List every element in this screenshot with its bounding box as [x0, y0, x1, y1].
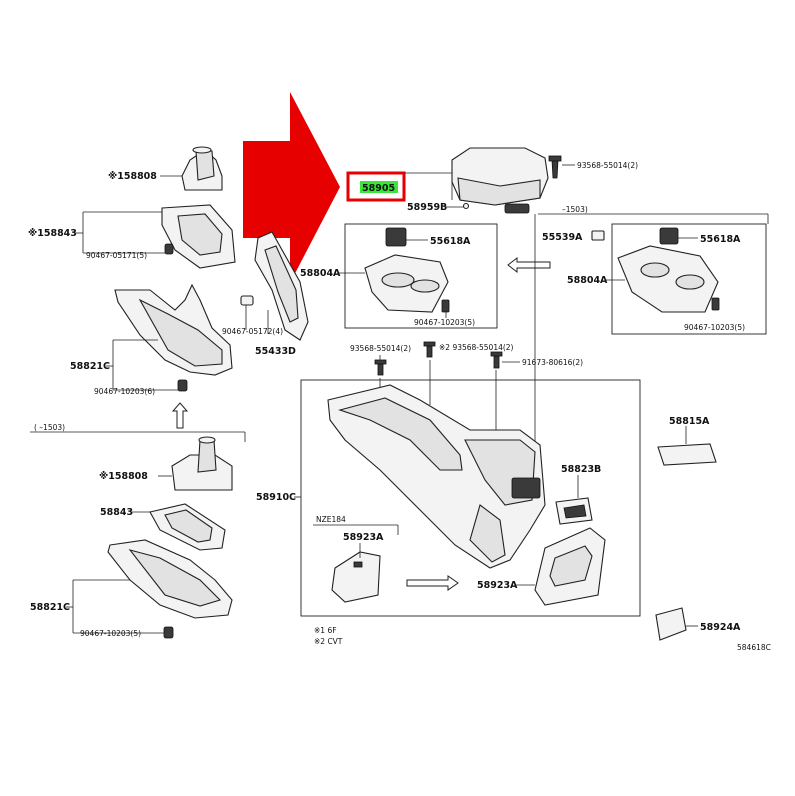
footnote-CVT: ※2 CVT [314, 637, 343, 646]
callout-58843-top: ※158843 [28, 228, 77, 239]
callout-58821C-bottom: 58821C [30, 602, 70, 613]
callout-55618A-right: 55618A [700, 234, 741, 245]
mat-58815A [657, 443, 717, 466]
callout-58804A-right: 58804A [567, 275, 608, 286]
inset-label: NZE184 [316, 515, 346, 524]
screw-91673 [490, 351, 503, 369]
callout-58959B: 58959B [407, 202, 447, 213]
clip-55539A [591, 230, 605, 241]
shift-boot-top [181, 146, 223, 191]
callout-55618A-mid: 55618A [430, 236, 471, 247]
left-arrow [507, 256, 551, 274]
rear-console-body [327, 384, 546, 569]
footnote-6F: ※1 6F [314, 626, 337, 635]
screw-93568-right [423, 341, 436, 358]
main-console-box [300, 379, 641, 617]
callout-90467-10203-bottom: 90467-10203(5) [80, 629, 141, 638]
panel-58923A-inset [331, 551, 381, 603]
cupholder-box-right [611, 223, 767, 335]
up-arrow [171, 402, 189, 429]
right-arrow [406, 575, 459, 591]
callout-58910C: 58910C [256, 492, 296, 503]
callout-90467-10203-top: 90467-10203(6) [94, 387, 155, 396]
callout-90467-05172: 90467-05172(4) [222, 327, 283, 336]
highlight-58905 [346, 171, 406, 202]
shift-boot-bottom [171, 436, 233, 491]
front-console-top [114, 283, 233, 392]
cupholder-mid [364, 227, 450, 313]
callout-58808-top: ※158808 [108, 171, 157, 182]
callout-90467-05171: 90467-05171(5) [86, 251, 147, 260]
panel-58923A-main [534, 527, 606, 606]
shift-bezel-top [161, 204, 236, 269]
range-right-box: –1503) [562, 205, 588, 214]
callout-58843-bottom: 58843 [100, 507, 133, 518]
cupholder-right [617, 227, 720, 313]
side-trim-panel [240, 231, 309, 341]
callout-55539A: 55539A [542, 232, 583, 243]
shift-bezel-bottom [149, 503, 226, 551]
callout-58924A: 58924A [700, 622, 741, 633]
armrest-lid [451, 147, 549, 214]
screw-93568-top [548, 155, 562, 179]
cover-58924A [655, 607, 687, 641]
callout-58821C-top: 58821C [70, 361, 110, 372]
callout-58923A-inset: 58923A [343, 532, 384, 543]
callout-58905: 58905 [362, 183, 395, 194]
callout-93568-55014-right: ※2 93568-55014(2) [439, 343, 514, 352]
insert-58823B [555, 497, 593, 525]
highlight-58905-fill [360, 181, 398, 193]
callout-58808-bottom: ※158808 [99, 471, 148, 482]
callout-91673-80616: 91673-80616(2) [522, 358, 583, 367]
callout-93568-55014-left: 93568-55014(2) [350, 344, 411, 353]
callout-93568-55014-top: 93568-55014(2) [577, 161, 638, 170]
callout-90467-10203-mid: 90467-10203(5) [414, 318, 475, 327]
callout-58815A: 58815A [669, 416, 710, 427]
cupholder-box-mid [344, 223, 498, 329]
callout-58823B: 58823B [561, 464, 601, 475]
callout-58923A-main: 58923A [477, 580, 518, 591]
callout-55433D: 55433D [255, 346, 296, 357]
callout-58804A-mid: 58804A [300, 268, 341, 279]
range-bottom-left: ( –1503) [34, 423, 65, 432]
screw-93568-left [374, 359, 387, 376]
front-console-bottom [107, 539, 233, 639]
diagram-id: 584618C [737, 643, 771, 652]
callout-90467-10203-right: 90467-10203(5) [684, 323, 745, 332]
